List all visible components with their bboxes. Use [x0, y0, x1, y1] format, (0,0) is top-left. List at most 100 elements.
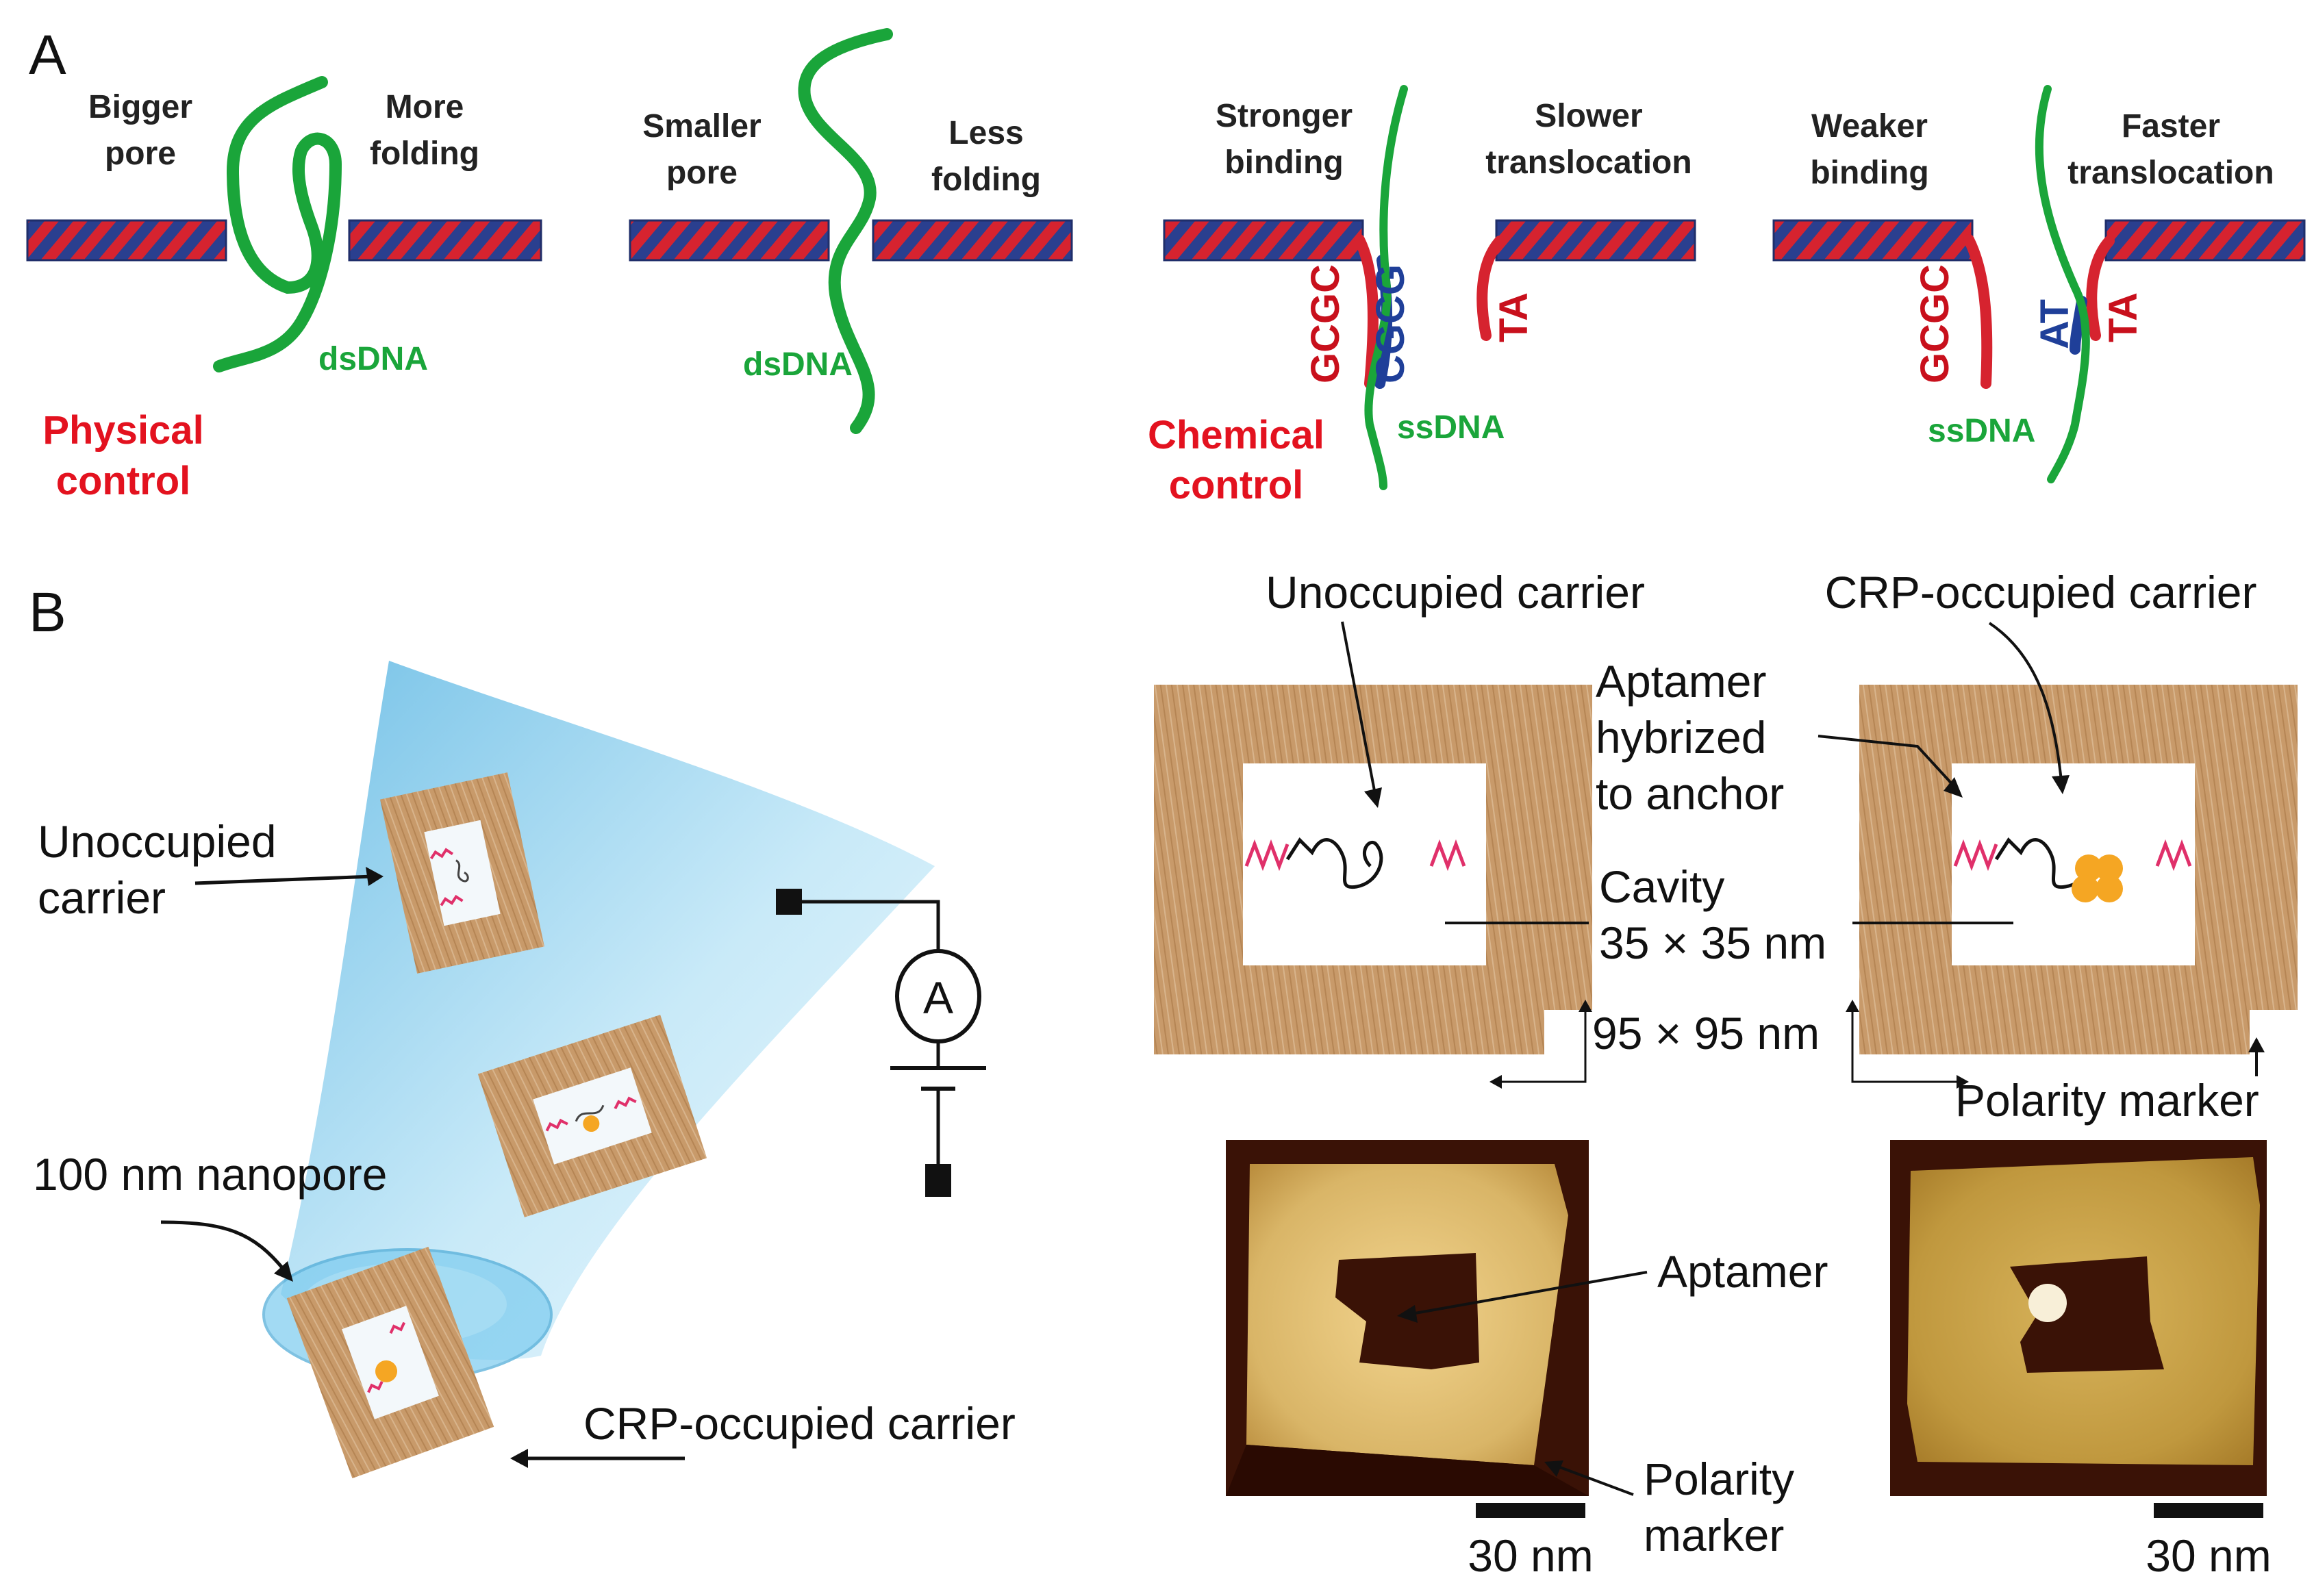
- panel-b-letter: B: [29, 581, 66, 644]
- label-cavity-size: 35 × 35 nm: [1599, 917, 1826, 968]
- label-slower: Slower: [1535, 98, 1642, 134]
- red-anchor-right: [1476, 236, 1505, 341]
- dsdna-strand: [213, 76, 342, 372]
- carrier-in-pore: [286, 1246, 494, 1479]
- label-cavity: Cavity: [1599, 861, 1724, 912]
- label-smaller: Smaller: [642, 108, 761, 144]
- schematic-unoccupied-carrier: [1154, 685, 1592, 1054]
- label-folding-2: folding: [931, 162, 1041, 198]
- crp-spot: [2028, 1284, 2067, 1322]
- seq-ta-2: TA: [2101, 292, 2146, 342]
- label-carrier-size: 95 × 95 nm: [1592, 1008, 1820, 1059]
- arrowhead-nanopore: [274, 1261, 293, 1282]
- membrane-left: [1163, 219, 1364, 262]
- membrane-right: [348, 219, 542, 262]
- label-bigger: Bigger: [88, 89, 192, 125]
- label-translocation: translocation: [1485, 144, 1692, 181]
- scene-physical-small-pore: Smaller pore Less folding dsDNA: [629, 28, 1073, 434]
- label-aptamer-hyb-1: Aptamer: [1596, 656, 1766, 707]
- red-anchor-left: [1963, 234, 1993, 389]
- pointer-unoccupied: [1341, 621, 1376, 795]
- scale-label-1: 30 nm: [1468, 1530, 1593, 1581]
- ssdna-strand: [1364, 85, 1408, 490]
- pointer-crp: [1988, 622, 2063, 781]
- label-binding: binding: [1224, 144, 1343, 181]
- seq-at: AT: [2033, 299, 2077, 349]
- hairpin-left: [1953, 839, 1998, 872]
- scene-chemical-strong: GCGC CGCG TA Stronger binding Slower tra…: [1148, 85, 1696, 507]
- label-more: More: [386, 89, 464, 125]
- label-weaker: Weaker: [1811, 108, 1928, 144]
- crp-protein: [2072, 854, 2123, 902]
- label-ssdna-1: ssDNA: [1397, 409, 1505, 446]
- label-binding-2: binding: [1810, 155, 1928, 191]
- label-less: Less: [948, 115, 1023, 151]
- label-carrier-1: carrier: [38, 872, 166, 923]
- hairpin-left: [1244, 839, 1290, 872]
- pointer-aptamer-hyb: [1818, 735, 1957, 789]
- label-chemical: Chemical: [1148, 413, 1324, 457]
- seq-cgcg: CGCG: [1368, 264, 1413, 383]
- label-stronger: Stronger: [1216, 98, 1353, 134]
- pointer-afm-polarity: [1554, 1464, 1634, 1496]
- wire-top: [802, 900, 940, 955]
- seq-gcgc-2: GCGC: [1913, 264, 1957, 383]
- scale-bar-1: [1476, 1503, 1585, 1518]
- label-unoccupied-1: Unoccupied: [38, 816, 277, 867]
- label-nanopore: 100 nm nanopore: [33, 1149, 387, 1200]
- panel-a-letter: A: [29, 24, 66, 86]
- ssdna-strand: [2035, 85, 2090, 483]
- dim-bracket-right: [1851, 1006, 1962, 1083]
- label-physical: Physical: [42, 408, 203, 453]
- ammeter-label: A: [923, 972, 953, 1023]
- label-dsdna-2: dsDNA: [743, 346, 853, 383]
- carrier-crp-small: [477, 1015, 707, 1217]
- electrode-bottom: [925, 1164, 951, 1197]
- arrowhead-unoccupied: [366, 867, 383, 886]
- membrane-right: [2104, 219, 2306, 262]
- label-translocation-2: translocation: [2067, 155, 2274, 191]
- label-aptamer-hyb-2: hybrized: [1596, 712, 1766, 763]
- arrowhead-crp-left: [510, 1449, 528, 1468]
- label-afm-polarity-2: marker: [1644, 1510, 1784, 1560]
- aptamer-strand: [1285, 837, 1383, 889]
- label-crp-left: CRP-occupied carrier: [583, 1398, 1016, 1449]
- red-anchor-right: [2086, 236, 2115, 341]
- label-aptamer-hyb-3: to anchor: [1596, 768, 1784, 819]
- membrane-left: [26, 219, 227, 262]
- title-unoccupied: Unoccupied carrier: [1266, 567, 1645, 618]
- label-ssdna-2: ssDNA: [1928, 413, 2035, 449]
- hairpin-right: [2155, 839, 2192, 872]
- scene-physical-big-pore: Bigger pore More folding dsDNA Physical …: [26, 76, 542, 503]
- arrow-unoccupied: [194, 874, 374, 885]
- scene-chemical-weak: GCGC AT TA Weaker binding Faster translo…: [1772, 85, 2306, 483]
- seq-ta: TA: [1492, 292, 1536, 342]
- membrane-right: [872, 219, 1073, 262]
- ammeter-circuit: A: [776, 889, 986, 1197]
- label-dsdna-1: dsDNA: [318, 341, 428, 377]
- schematic-crp-carrier: [1859, 685, 2298, 1054]
- dim-bracket-left: [1496, 1006, 1587, 1083]
- hairpin-right: [1429, 839, 1466, 872]
- arrow-nanopore: [160, 1220, 286, 1271]
- label-control-1: control: [56, 459, 191, 503]
- membrane-left: [629, 219, 830, 262]
- label-polarity-marker: Polarity marker: [1955, 1075, 2259, 1126]
- scale-label-2: 30 nm: [2146, 1530, 2271, 1581]
- membrane-right: [1495, 219, 1696, 262]
- label-folding: folding: [370, 136, 479, 172]
- label-faster: Faster: [2122, 108, 2220, 144]
- electrode-top: [776, 889, 802, 915]
- seq-gcgc: GCGC: [1303, 264, 1348, 383]
- label-control-2: control: [1169, 463, 1304, 507]
- membrane-left: [1772, 219, 1974, 262]
- label-pore-2: pore: [666, 155, 738, 191]
- pointer-afm-aptamer: [1407, 1271, 1648, 1316]
- label-afm-polarity-1: Polarity: [1644, 1454, 1794, 1504]
- carrier-unoccupied-small: [380, 772, 544, 974]
- label-afm-aptamer: Aptamer: [1657, 1246, 1828, 1297]
- title-crp: CRP-occupied carrier: [1825, 567, 2257, 618]
- red-anchor-left: [1354, 234, 1379, 389]
- dsdna-strand: [798, 28, 893, 434]
